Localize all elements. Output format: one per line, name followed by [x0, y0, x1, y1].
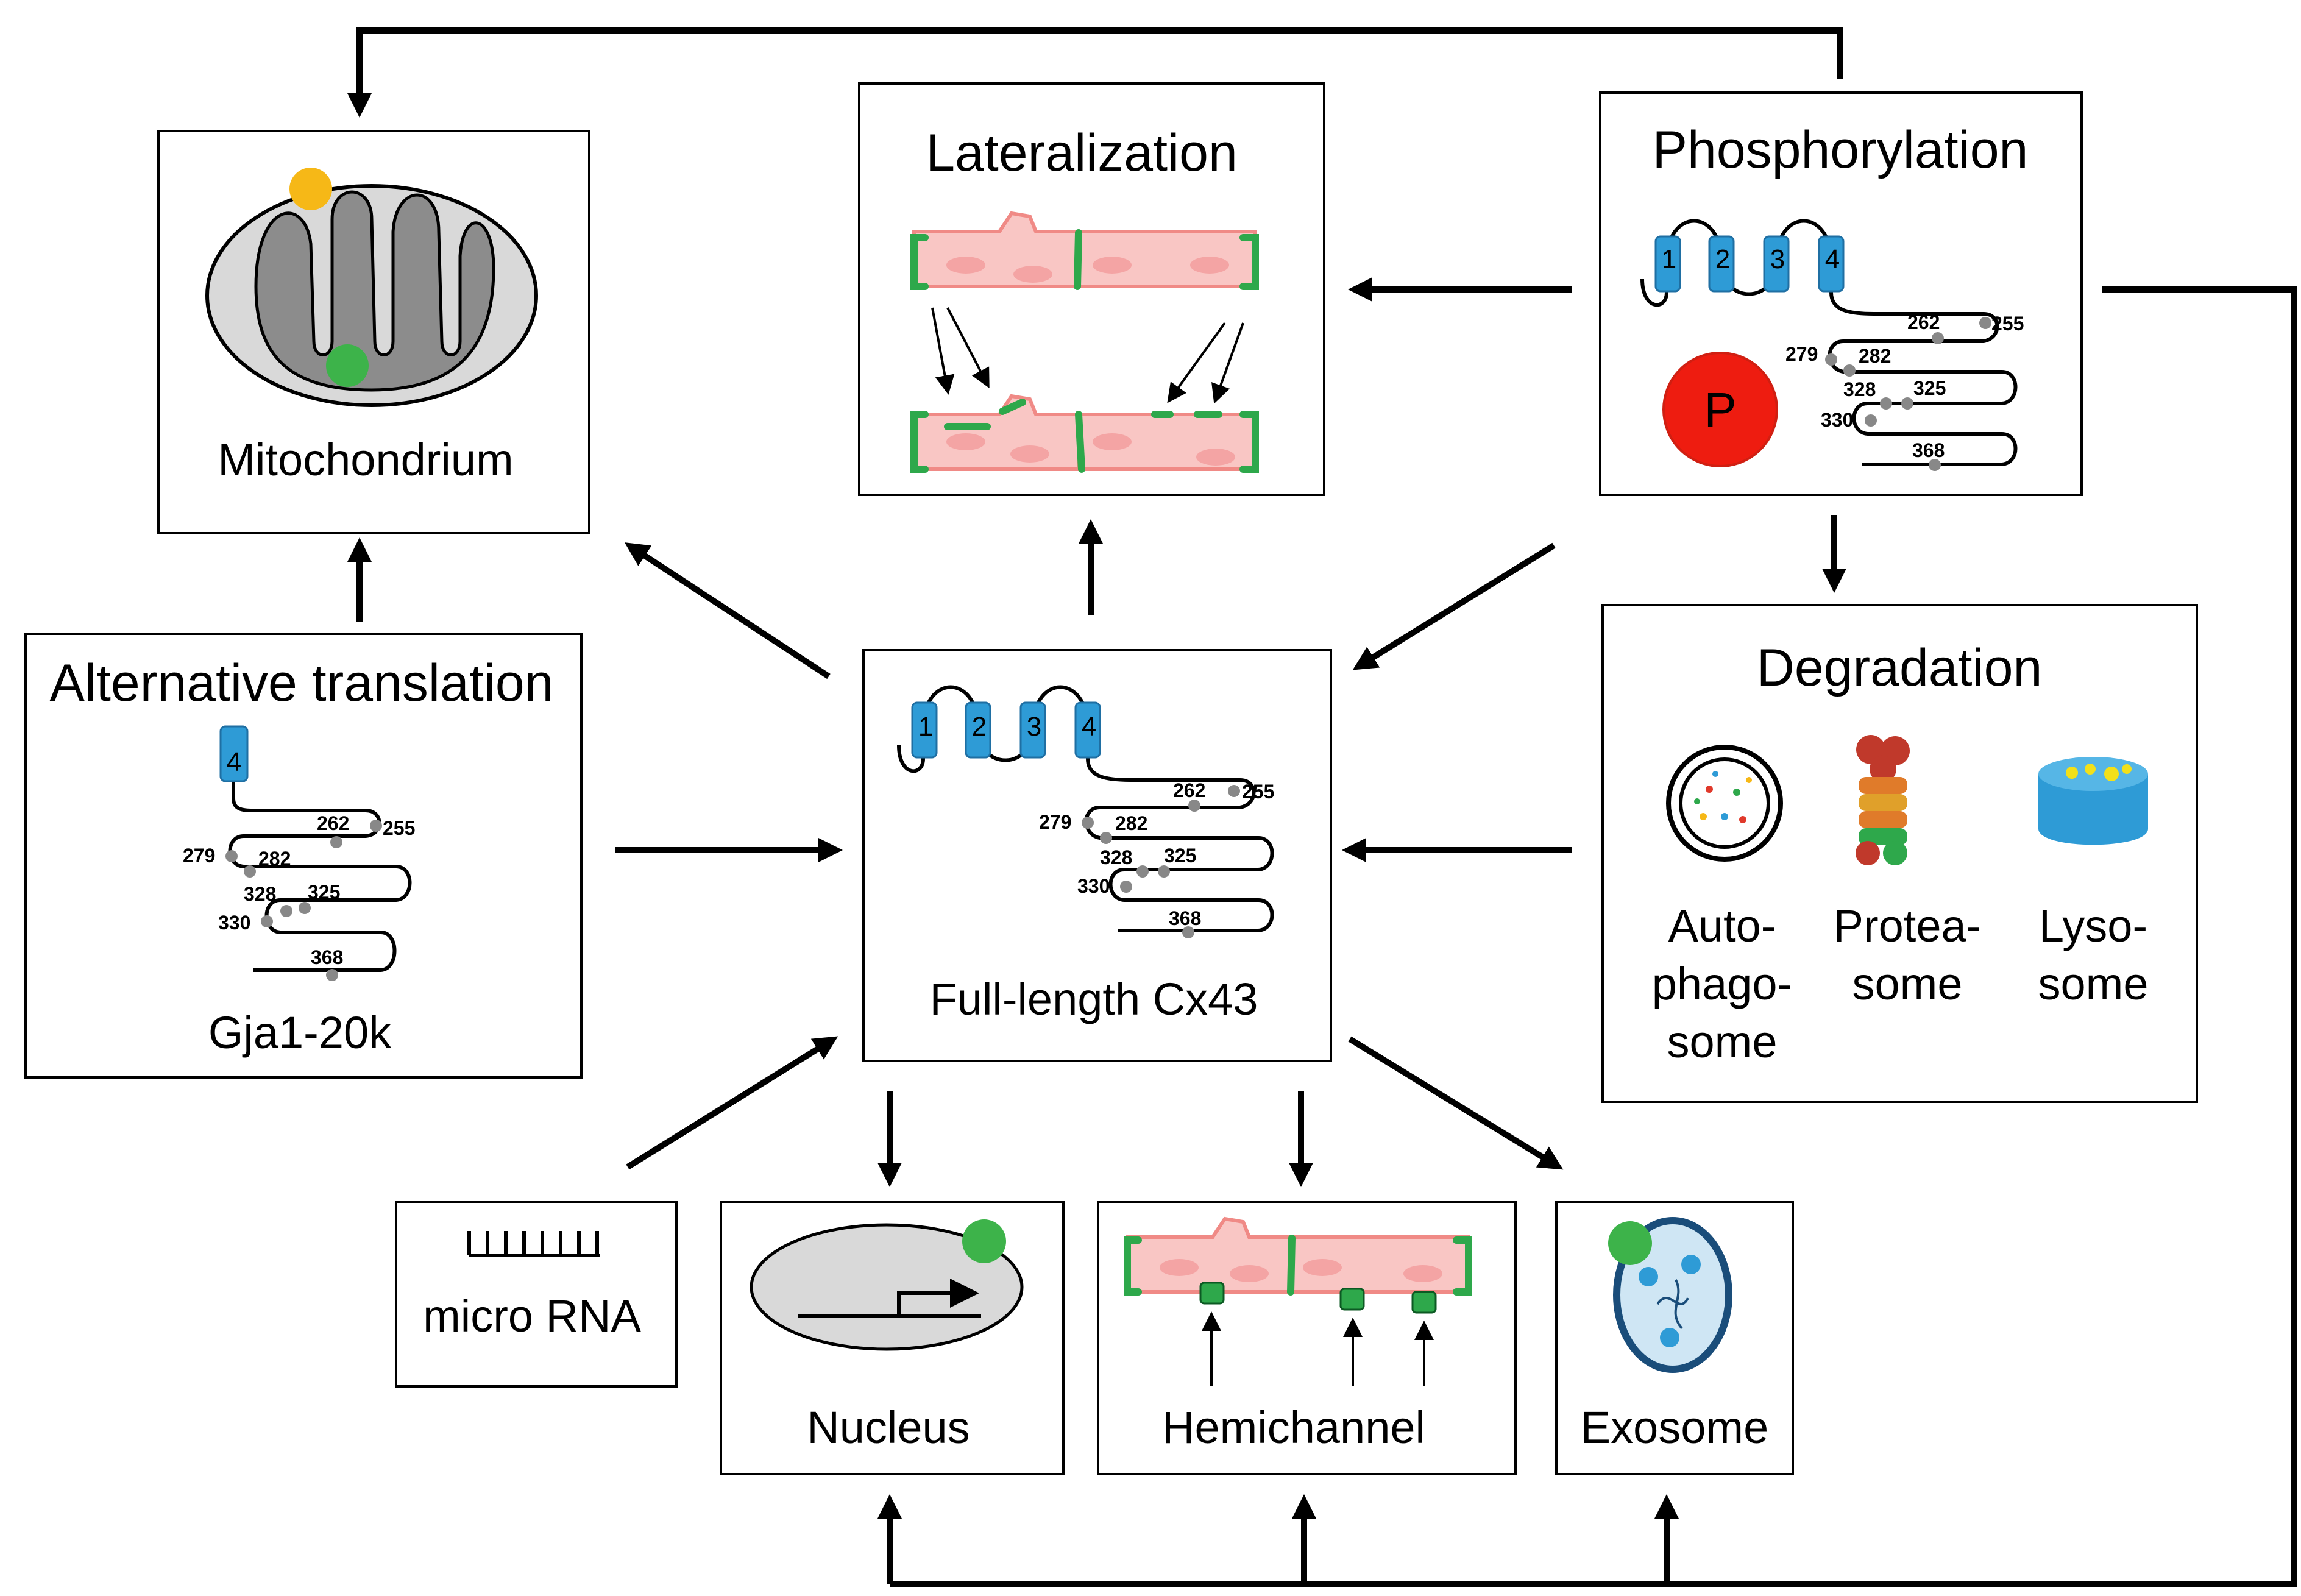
- mirna-to-cx43-arrow: [626, 1036, 838, 1170]
- cell-pair-top: [910, 213, 1259, 290]
- yellow-marker: [289, 168, 332, 210]
- top-feedback-line: [347, 27, 1843, 118]
- phospho-to-cx43-arrow: [1352, 542, 1556, 670]
- site-262: 262: [1907, 311, 1940, 333]
- cx43-site-325: 325: [1164, 845, 1196, 867]
- site-279: 279: [1785, 343, 1818, 365]
- gja1-site-368: 368: [311, 946, 343, 968]
- tm-label-1: 1: [1662, 244, 1676, 274]
- cx43-site-262: 262: [1173, 779, 1205, 801]
- cx43-tm-4: 4: [1082, 712, 1096, 742]
- exosome-icon: [1608, 1217, 1732, 1373]
- cx43-tm-1: 1: [918, 712, 933, 742]
- tm-label-4: 4: [1825, 244, 1840, 274]
- degradation-label: Degradation: [1757, 639, 2043, 697]
- hemichannel-cells: [1124, 1219, 1472, 1296]
- hemichannel-label: Hemichannel: [1162, 1402, 1425, 1453]
- degradation-box: Degradation Auto- phago- some Prote: [1601, 604, 2198, 1103]
- cx43-site-279: 279: [1039, 811, 1071, 833]
- site-325: 325: [1913, 377, 1946, 399]
- nucleus-green-marker: [962, 1219, 1006, 1263]
- tm-label-2: 2: [1715, 244, 1730, 274]
- site-330: 330: [1821, 409, 1853, 431]
- p-label: P: [1704, 383, 1736, 437]
- alt-translation-box: Alternative translation 4 262 255 279 28…: [24, 633, 583, 1079]
- gja1-tm-label: 4: [227, 747, 241, 777]
- gja1-site-325: 325: [308, 881, 340, 903]
- phospho-sites: 262 255 279 282 328 325 330 368: [1785, 311, 2024, 471]
- site-328: 328: [1843, 378, 1876, 400]
- full-length-label: Full-length Cx43: [930, 974, 1258, 1024]
- full-length-box: 1 2 3 4 262 255 279 282 328 325 330 368 …: [862, 649, 1332, 1062]
- cx43-to-exosome-arrow: [1348, 1036, 1564, 1170]
- exosome-label: Exosome: [1581, 1402, 1768, 1453]
- hemichannel-icons: [1199, 1282, 1437, 1314]
- cx43-site-282: 282: [1115, 812, 1147, 834]
- cx43-site-255: 255: [1242, 781, 1274, 803]
- cx43-site-368: 368: [1169, 907, 1201, 929]
- autophagosome-label-1: Auto-: [1668, 901, 1776, 951]
- cx43-to-mito-arrow: [624, 542, 831, 679]
- nucleus-box: Nucleus: [720, 1201, 1065, 1475]
- site-368: 368: [1912, 439, 1945, 461]
- rna-comb-icon: [467, 1231, 600, 1257]
- proteasome-label-1: Protea-: [1834, 901, 1982, 951]
- alt-translation-label: Alternative translation: [50, 654, 554, 712]
- gja1-topology: [219, 725, 412, 972]
- micro-rna-box: micro RNA: [395, 1201, 678, 1388]
- cell-pair-bottom: [910, 396, 1259, 473]
- gja1-site-328: 328: [244, 883, 276, 905]
- gja1-site-279: 279: [183, 845, 215, 867]
- proteasome-label-2: some: [1852, 959, 1963, 1009]
- lateralization-box: Lateralization: [858, 82, 1325, 496]
- phospho-p-icon: P: [1662, 352, 1778, 467]
- gja1-site-330: 330: [218, 912, 250, 934]
- lateralization-label: Lateralization: [926, 124, 1238, 182]
- green-marker: [326, 344, 369, 387]
- lysosome-label-1: Lyso-: [2039, 901, 2147, 951]
- gja1-site-262: 262: [317, 812, 349, 834]
- cx43-tm-3: 3: [1027, 712, 1041, 742]
- cx43-site-328: 328: [1100, 846, 1132, 868]
- tm-label-3: 3: [1770, 244, 1785, 274]
- gja1-site-282: 282: [258, 848, 291, 870]
- exosome-box: Exosome: [1555, 1201, 1794, 1475]
- site-255: 255: [1991, 313, 2024, 335]
- nucleus-icon: [750, 1219, 1024, 1351]
- site-282: 282: [1859, 345, 1891, 367]
- lysosome-icon: [2038, 757, 2148, 845]
- cx43-tm-2: 2: [972, 712, 987, 742]
- phosphorylation-box: Phosphorylation 1 2 3 4 262 255 279 282 …: [1599, 91, 2083, 496]
- lysosome-label-2: some: [2038, 959, 2149, 1009]
- exosome-green-marker: [1608, 1221, 1652, 1265]
- autophagosome-label-2: phago-: [1652, 959, 1792, 1009]
- proteasome-icon: [1856, 735, 1910, 865]
- nucleus-label: Nucleus: [807, 1402, 970, 1453]
- mitochondrion-label: Mitochondrium: [218, 434, 513, 485]
- mitochondrion-icon: [205, 168, 538, 407]
- hemichannel-box: Hemichannel: [1097, 1201, 1517, 1475]
- autophagosome-icon: [1666, 745, 1783, 862]
- gja1-site-255: 255: [383, 817, 415, 839]
- mitochondrion-box: Mitochondrium: [157, 130, 590, 534]
- phosphorylation-label: Phosphorylation: [1653, 121, 2029, 179]
- micro-rna-label: micro RNA: [423, 1291, 641, 1341]
- cx43-site-330: 330: [1077, 875, 1110, 897]
- gja1-label: Gja1-20k: [208, 1007, 392, 1058]
- right-feedback-line: [890, 286, 2297, 1587]
- autophagosome-label-3: some: [1667, 1016, 1778, 1067]
